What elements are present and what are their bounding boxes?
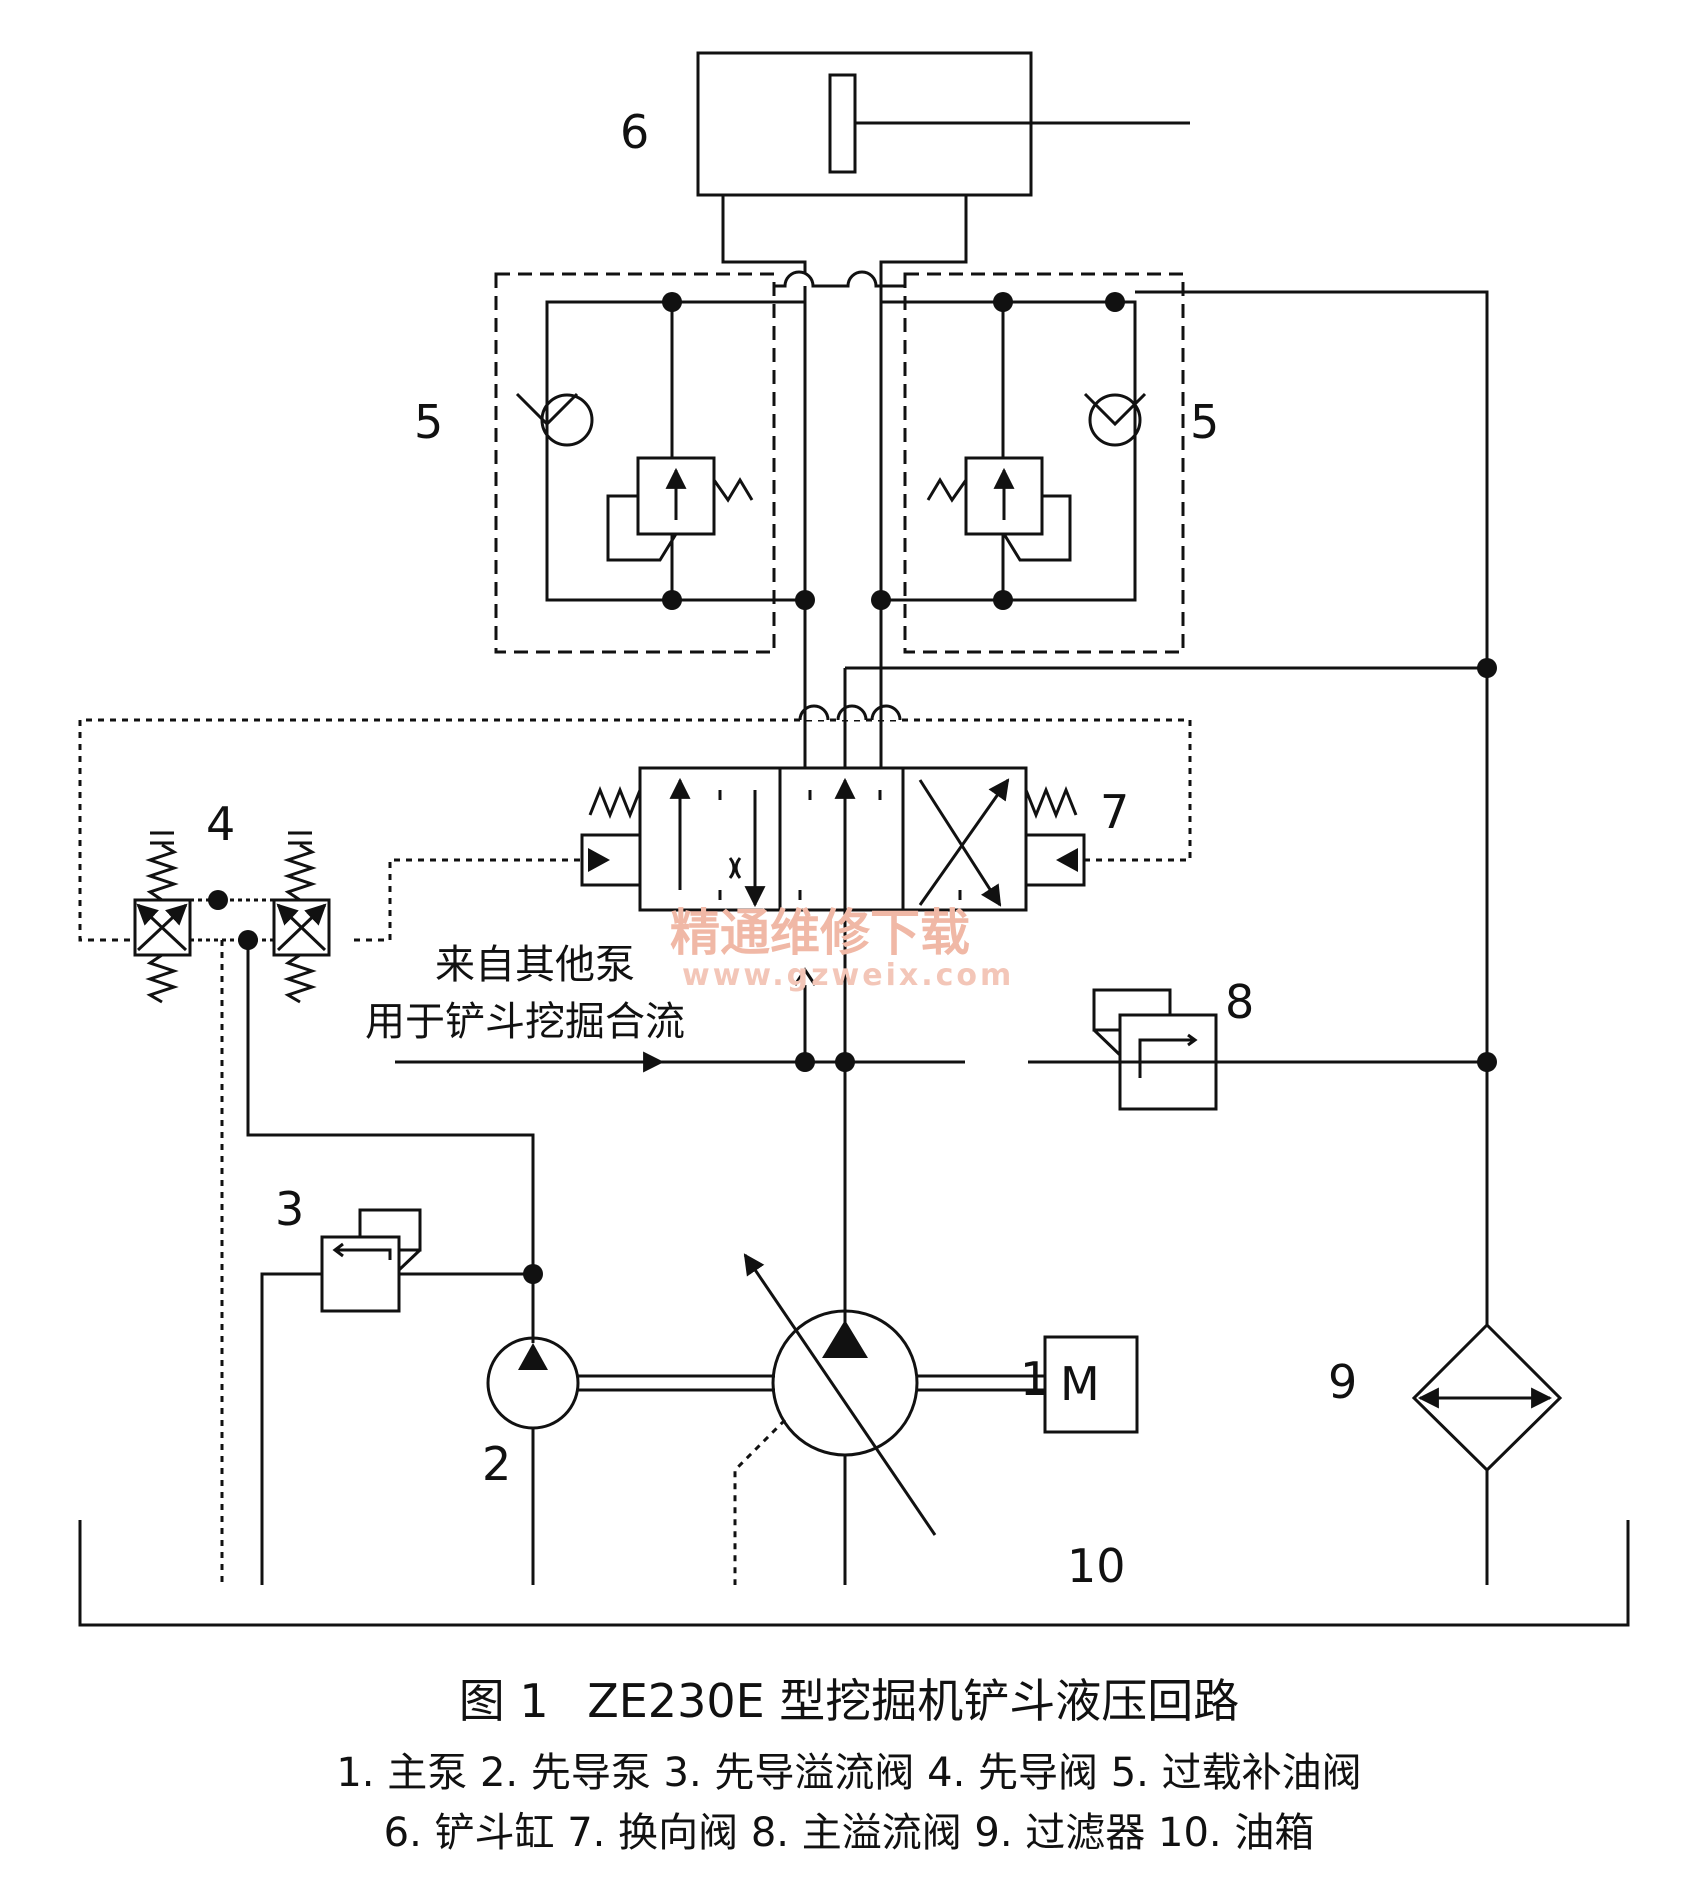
label-directional-valve: 7	[1100, 785, 1129, 839]
figure-number: 图 1	[458, 1674, 549, 1728]
bucket-cylinder	[696, 51, 1190, 610]
label-pilot-pump: 2	[482, 1437, 511, 1491]
watermark-url: www.gzweix.com	[682, 958, 1014, 993]
main-relief-valve	[1092, 988, 1218, 1111]
junction-dots	[208, 292, 1497, 1284]
label-overload-right: 5	[1190, 395, 1219, 449]
legend-line-1: 1. 主泵 2. 先导泵 3. 先导溢流阀 4. 先导阀 5. 过载补油阀	[336, 1750, 1362, 1796]
label-overload-left: 5	[414, 395, 443, 449]
figure-title: 图 1 ZE230E 型挖掘机铲斗液压回路	[0, 1665, 1698, 1731]
label-main-relief: 8	[1225, 975, 1254, 1029]
tank	[78, 1520, 1630, 1627]
label-pilot-relief: 3	[275, 1182, 304, 1236]
legend-line-2: 6. 铲斗缸 7. 换向阀 8. 主溢流阀 9. 过滤器 10. 油箱	[383, 1810, 1315, 1856]
label-main-pump: 1	[1020, 1352, 1049, 1406]
label-cylinder: 6	[620, 105, 649, 159]
directional-control-valve	[580, 766, 1086, 912]
motor	[1043, 1335, 1139, 1434]
pilot-relief-valve	[260, 1208, 533, 1585]
watermark-text: 精通维修下载	[670, 904, 970, 962]
figure-title-text: ZE230E 型挖掘机铲斗液压回路	[587, 1674, 1240, 1728]
overload-makeup-valve-right	[881, 272, 1185, 654]
main-pump	[733, 1253, 1045, 1585]
merge-annotation-line2: 用于铲斗挖掘合流	[365, 999, 685, 1045]
pilot-valve	[133, 831, 331, 1004]
label-pilot-valve: 4	[206, 797, 235, 851]
overload-makeup-valve-left	[494, 272, 805, 654]
label-tank: 10	[1067, 1539, 1126, 1593]
filter	[1411, 1322, 1563, 1585]
label-filter: 9	[1328, 1355, 1357, 1409]
motor-label: M	[1060, 1357, 1100, 1411]
pilot-pump	[486, 1336, 775, 1585]
merge-annotation-line1: 来自其他泵	[435, 942, 635, 988]
